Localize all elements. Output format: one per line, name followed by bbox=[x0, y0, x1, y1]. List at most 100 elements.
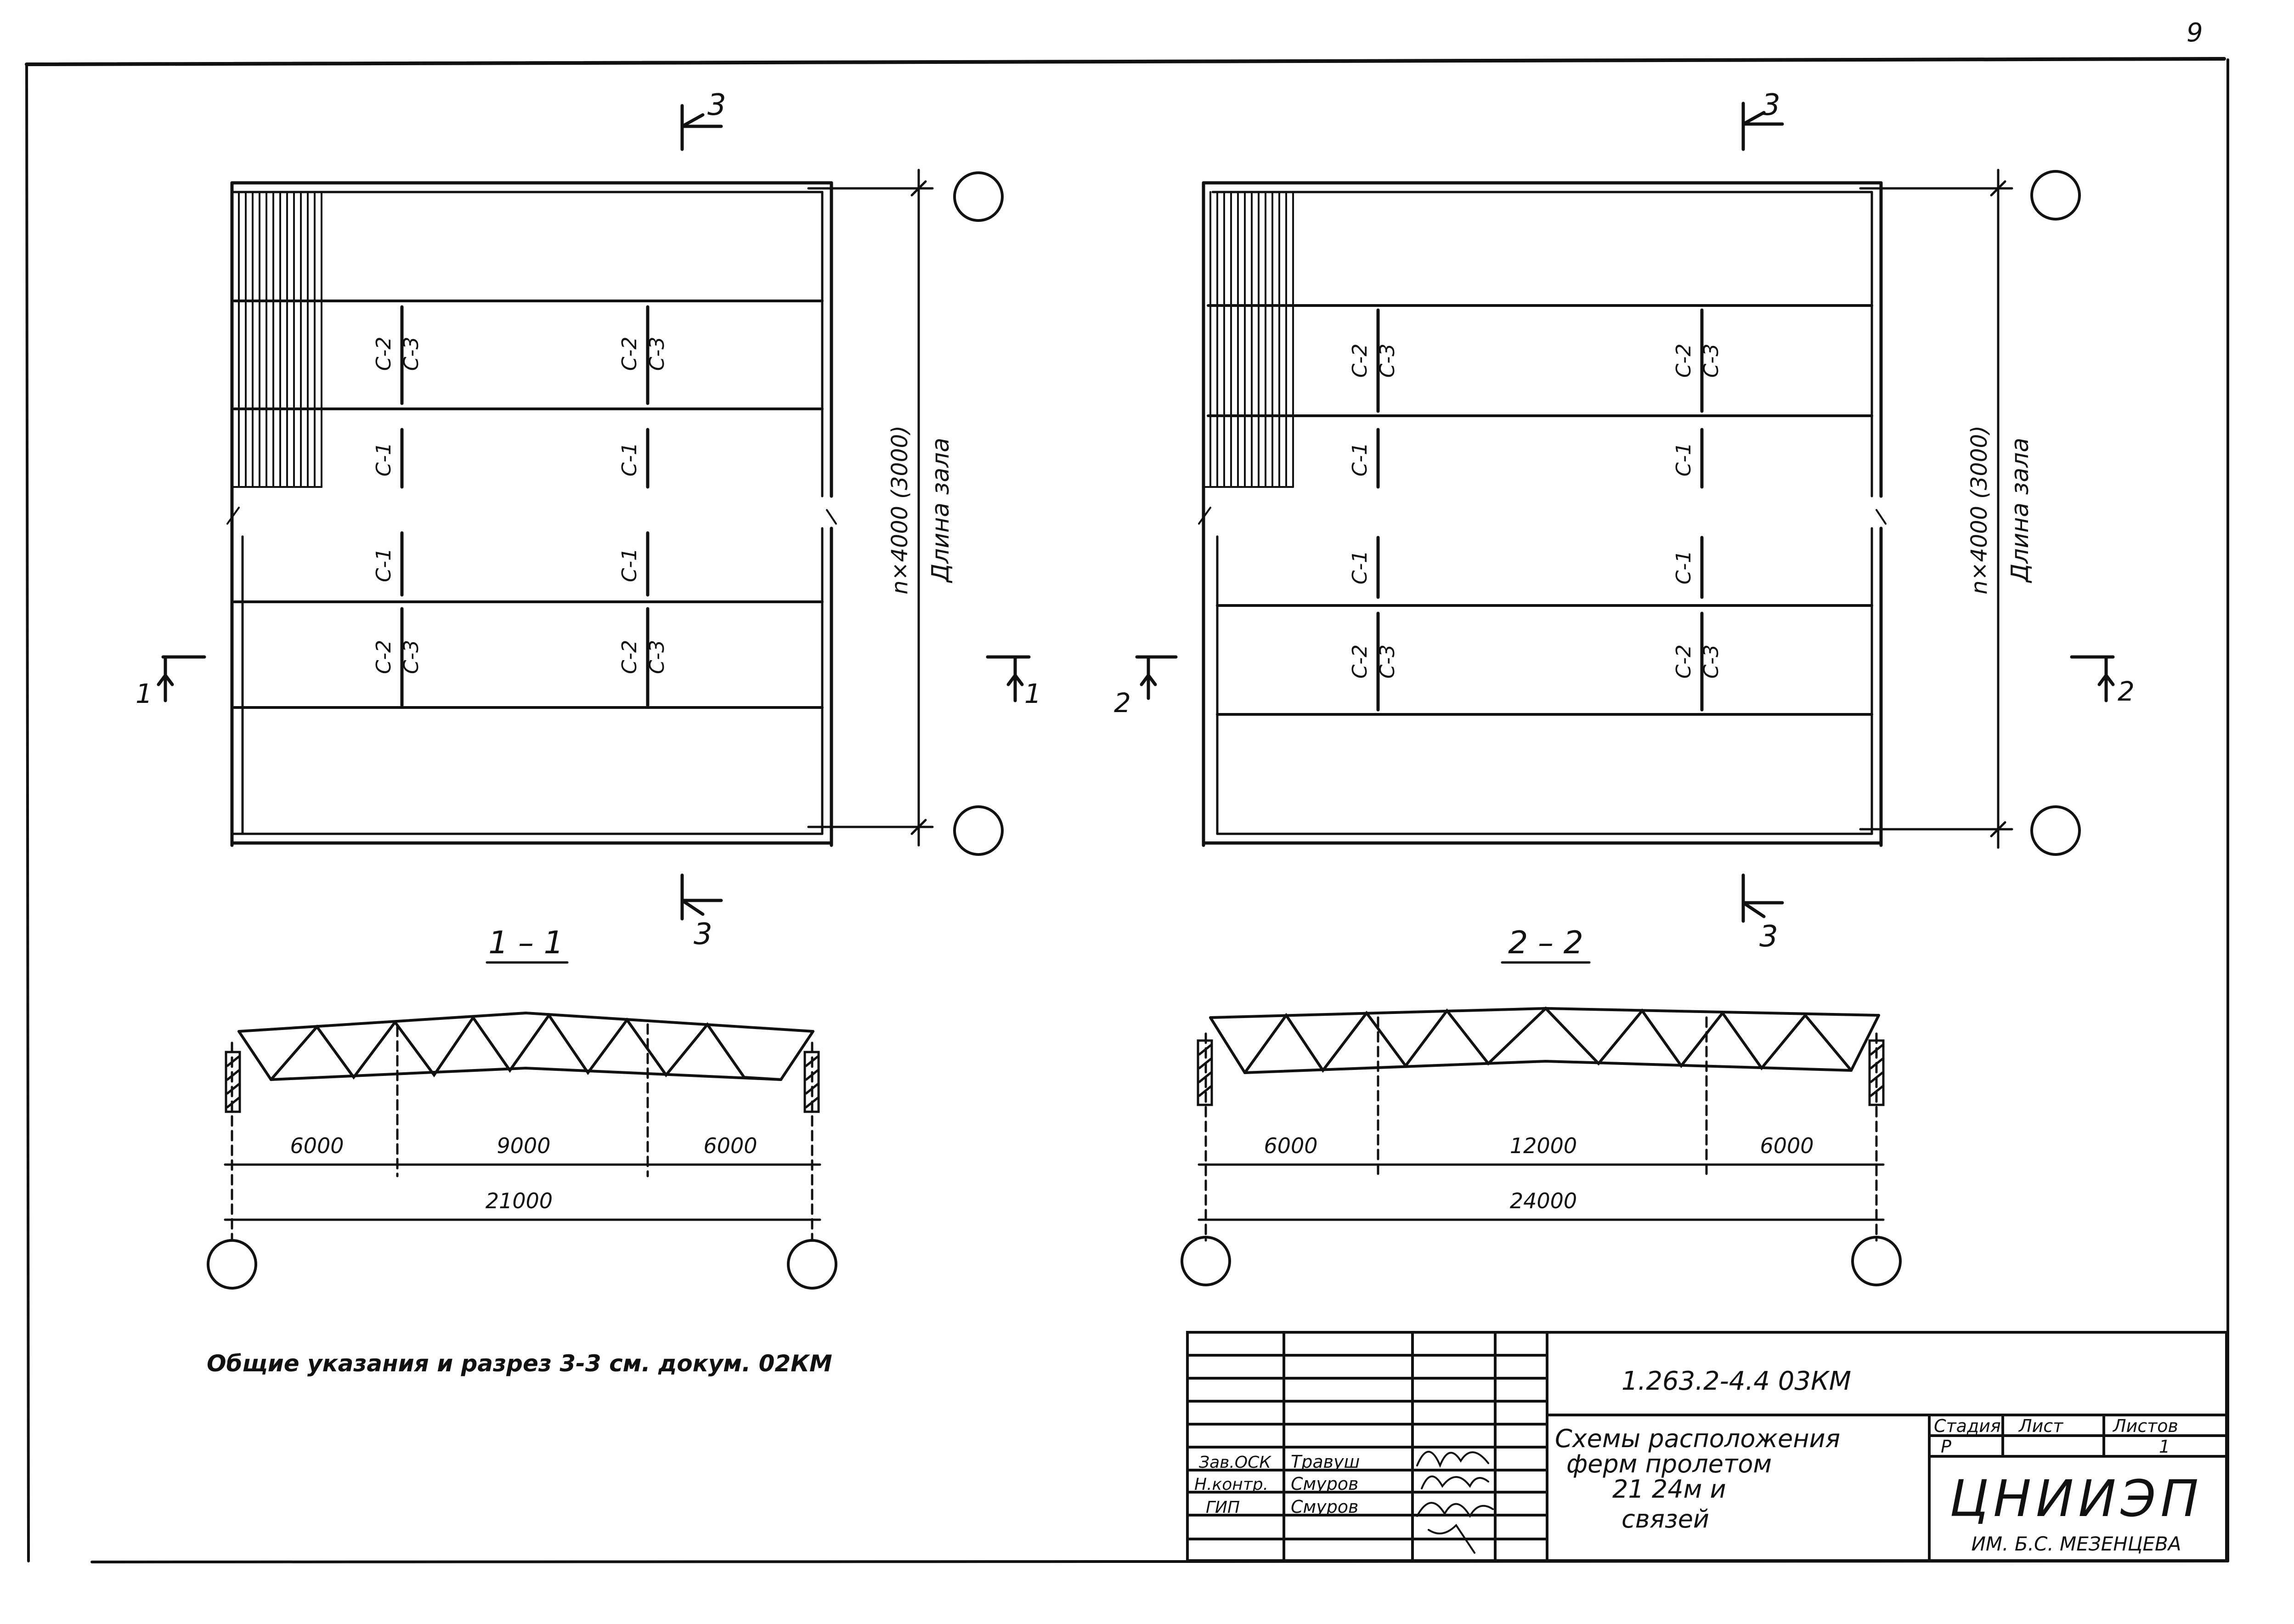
truss-left: 1 – 1 6000 9000 6000 21000 bbox=[207, 925, 837, 1290]
brace-label-c3: С-3 bbox=[1376, 645, 1399, 679]
brace-label-c3: С-3 bbox=[400, 640, 423, 674]
truss-left-dim-lines bbox=[224, 1023, 821, 1242]
person-name: Смуров bbox=[1291, 1474, 1358, 1494]
section-label: 1 bbox=[1024, 678, 1041, 709]
plan-left-dimension: n×4000 (3000) bbox=[887, 425, 913, 594]
axis-bubble bbox=[1181, 1236, 1231, 1286]
organization-name: ЦНИИЭП bbox=[1949, 1469, 2203, 1528]
brace-label-c2: С-2 bbox=[1672, 344, 1695, 378]
brace-label-c1: С-1 bbox=[1348, 550, 1372, 585]
page-number: 9 bbox=[2187, 18, 2203, 48]
title-block-grid bbox=[1186, 1331, 2228, 1562]
truss-left-title: 1 – 1 bbox=[488, 925, 564, 961]
section-label: 1 bbox=[136, 678, 153, 709]
plan-left-hatching bbox=[231, 191, 322, 488]
section-mark-2-left bbox=[1135, 655, 1178, 700]
section-mark-3-bottom bbox=[680, 873, 723, 921]
plan-right-braces bbox=[1376, 308, 1704, 712]
person-name: Смуров bbox=[1291, 1497, 1358, 1517]
brace-label-c1: С-1 bbox=[618, 442, 641, 477]
section-label: 2 bbox=[2118, 676, 2135, 707]
header-sheets: Листов bbox=[2112, 1416, 2178, 1436]
plan-right-hatching bbox=[1203, 191, 1294, 488]
brace-label-c3: С-3 bbox=[645, 640, 669, 674]
brace-label-c1: С-1 bbox=[1672, 550, 1695, 585]
header-stage: Стадия bbox=[1934, 1416, 2001, 1436]
truss-right-title: 2 – 2 bbox=[1508, 925, 1583, 961]
truss-right-columns bbox=[1197, 1039, 1885, 1106]
person-name: Травуш bbox=[1291, 1452, 1360, 1472]
person-role: ГИП bbox=[1206, 1498, 1240, 1517]
truss-right: 2 – 2 6000 12000 6000 24000 bbox=[1181, 925, 1902, 1286]
axis-bubble bbox=[2030, 170, 2081, 221]
general-note: Общие указания и разрез 3-3 см. докум. 0… bbox=[207, 1350, 832, 1377]
brace-label-c2: С-2 bbox=[618, 337, 641, 371]
plan-left: С-1 С-1 С-1 С-1 С-2 С-3 С-2 С-3 С-2 С-3 … bbox=[136, 88, 1041, 951]
axis-bubble bbox=[207, 1239, 257, 1290]
section-label: 3 bbox=[1759, 920, 1778, 954]
brace-label-c1: С-1 bbox=[1348, 442, 1372, 477]
axis-bubble bbox=[953, 171, 1004, 222]
section-mark-3-top bbox=[680, 104, 723, 151]
plan-right-dimension-caption: Длина зала bbox=[2006, 438, 2034, 583]
drawing-title: ферм пролетом bbox=[1566, 1449, 1772, 1478]
truss-right-dim: 12000 bbox=[1510, 1133, 1577, 1158]
truss-left-columns bbox=[225, 1051, 820, 1113]
sheets-value: 1 bbox=[2159, 1437, 2170, 1457]
truss-right-dim-lines bbox=[1198, 1016, 1885, 1242]
plan-right-dimension: n×4000 (3000) bbox=[1966, 425, 1992, 594]
person-role: Зав.ОСК bbox=[1199, 1453, 1271, 1472]
section-label: 3 bbox=[707, 88, 726, 122]
section-mark-3-bottom bbox=[1741, 873, 1784, 923]
truss-left-frame bbox=[237, 1011, 814, 1081]
axis-bubble bbox=[787, 1239, 837, 1290]
plan-left-braces bbox=[400, 305, 650, 707]
brace-label-c3: С-3 bbox=[645, 337, 669, 371]
drawing-title: Схемы расположения bbox=[1555, 1424, 1840, 1453]
plan-right: С-1 С-1 С-1 С-1 С-2 С-3 С-2 С-3 С-2 С-3 … bbox=[1114, 88, 2135, 954]
brace-label-c1: С-1 bbox=[372, 548, 396, 583]
truss-left-dim-total: 21000 bbox=[486, 1188, 553, 1213]
plan-left-outline bbox=[226, 181, 837, 847]
brace-label-c3: С-3 bbox=[1376, 344, 1399, 378]
section-mark-1-right bbox=[986, 655, 1031, 702]
brace-label-c1: С-1 bbox=[372, 442, 396, 477]
truss-right-dim: 6000 bbox=[1264, 1133, 1317, 1158]
doc-code: 1.263.2-4.4 03КМ bbox=[1622, 1366, 1851, 1396]
person-role: Н.контр. bbox=[1194, 1475, 1268, 1494]
brace-label-c2: С-2 bbox=[1348, 645, 1372, 679]
brace-label-c2: С-2 bbox=[1672, 645, 1695, 679]
section-mark-2-right bbox=[2070, 655, 2115, 702]
truss-left-dim: 9000 bbox=[497, 1133, 550, 1158]
signatures bbox=[1416, 1451, 1494, 1554]
brace-label-c3: С-3 bbox=[400, 337, 423, 371]
drawing-title: 21 24м и bbox=[1612, 1475, 1726, 1504]
plan-right-outline bbox=[1198, 181, 1887, 847]
truss-left-dim: 6000 bbox=[290, 1133, 344, 1158]
brace-label-c1: С-1 bbox=[1672, 442, 1695, 477]
title-block: 1.263.2-4.4 03КМ Зав.ОСК Травуш Н.контр.… bbox=[1186, 1331, 2228, 1562]
plan-right-dimension-line bbox=[1859, 169, 2013, 849]
truss-right-dim: 6000 bbox=[1760, 1133, 1814, 1158]
brace-label-c2: С-2 bbox=[1348, 344, 1372, 378]
section-mark-1-left bbox=[157, 655, 206, 702]
drawing-title: связей bbox=[1622, 1505, 1709, 1533]
section-mark-3-top bbox=[1741, 102, 1784, 151]
truss-left-dim: 6000 bbox=[703, 1133, 757, 1158]
header-sheet: Лист bbox=[2018, 1416, 2064, 1436]
section-label: 3 bbox=[1762, 88, 1780, 122]
axis-bubble bbox=[1851, 1236, 1902, 1286]
sheet-frame bbox=[25, 57, 2229, 1563]
truss-right-dim-total: 24000 bbox=[1510, 1188, 1577, 1213]
axis-bubble bbox=[953, 805, 1004, 856]
brace-label-c2: С-2 bbox=[618, 640, 641, 674]
section-label: 2 bbox=[1114, 687, 1131, 719]
organization-subtitle: ИМ. Б.С. МЕЗЕНЦЕВА bbox=[1971, 1533, 2181, 1555]
truss-right-frame bbox=[1209, 1006, 1880, 1074]
axis-bubble bbox=[2030, 805, 2081, 856]
brace-label-c1: С-1 bbox=[618, 548, 641, 583]
brace-label-c3: С-3 bbox=[1700, 344, 1723, 378]
brace-label-c3: С-3 bbox=[1700, 645, 1723, 679]
plan-left-dimension-line bbox=[807, 169, 934, 847]
